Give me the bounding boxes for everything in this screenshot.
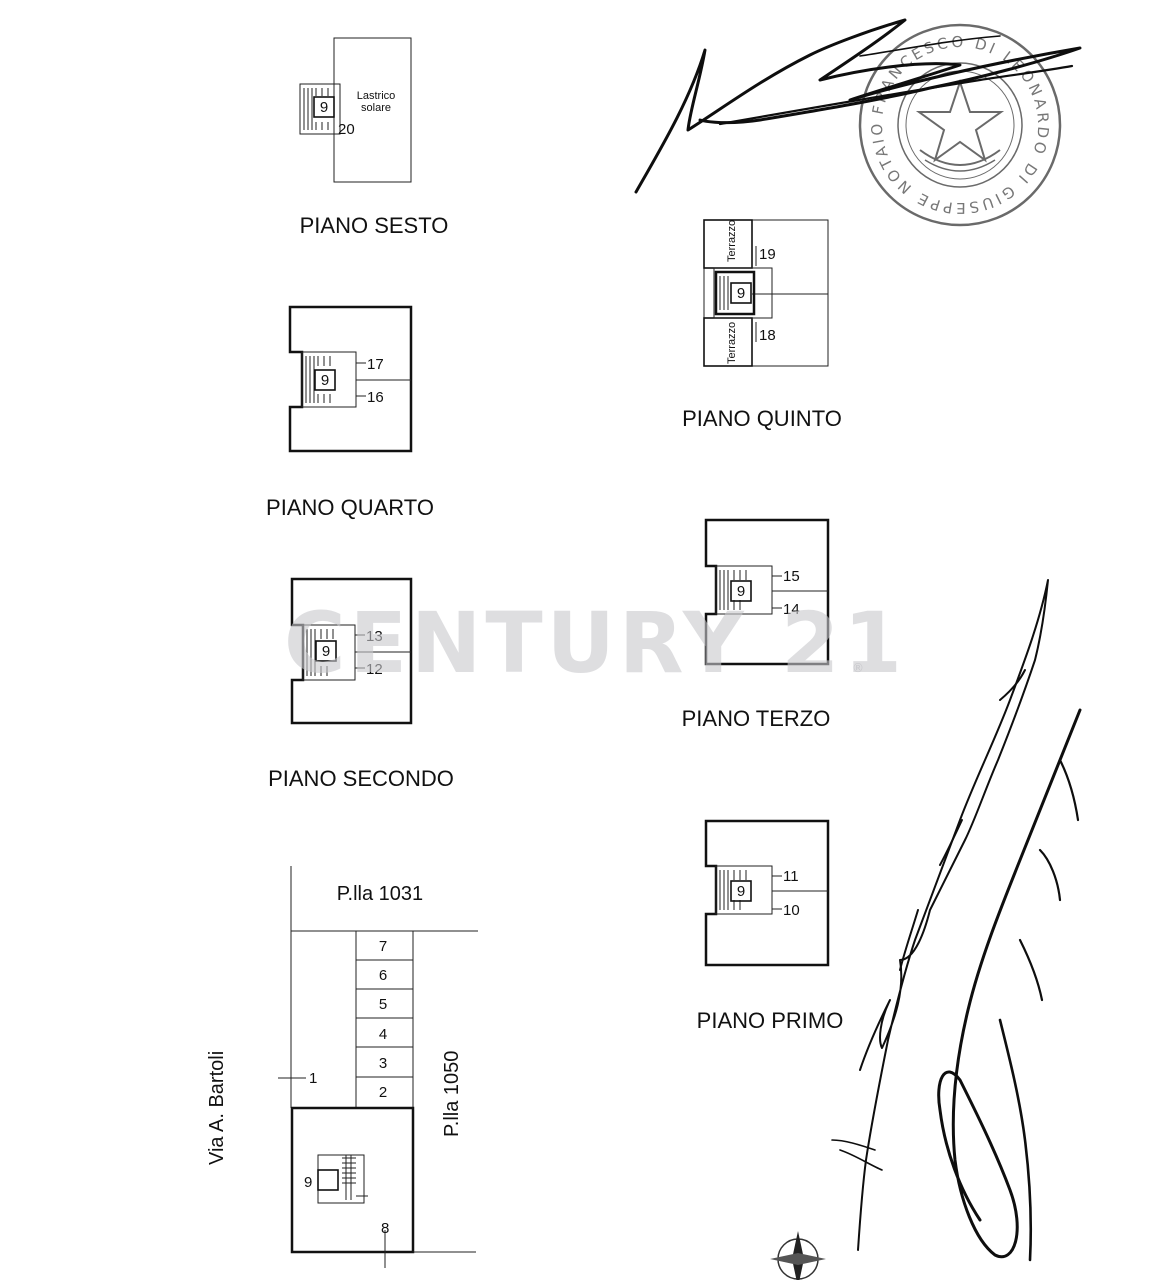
unit-top: 19 [759,246,776,263]
unit-bottom: 12 [366,661,383,678]
floor-title: PIANO QUINTO [682,406,842,431]
street-label: Via A. Bartoli [206,1051,228,1165]
unit-bottom: 18 [759,327,776,344]
garage-boxes: 7 6 5 4 3 2 [356,938,413,1101]
unit-top: 17 [367,356,384,373]
stair-core [315,640,337,662]
stair-steps [303,88,329,130]
stamp-star-icon [915,78,1005,163]
parcel-east-label: P.lla 1050 [441,1051,463,1137]
floor-outline [290,577,413,725]
floor-primo: 9 11 10 PIANO PRIMO [697,819,844,1033]
stair-core [313,96,335,118]
floor-outline [288,305,413,453]
floor-sesto: 9 20 Lastrico solare PIANO SESTO [299,37,449,238]
box-5: 5 [379,996,387,1013]
stairwell-outline [713,267,773,319]
century21-watermark: CENTURY 21 ® [284,594,906,692]
stair-core [730,282,752,304]
terrace-label-top: Terrazzo [726,220,738,262]
floor-title: PIANO PRIMO [697,1008,844,1033]
terrace-label-bottom: Terrazzo [726,322,738,364]
floor-outline [703,219,829,367]
stair-core [730,580,752,602]
stair-label: 9 [304,1174,312,1191]
unit-top: 15 [783,568,800,585]
terrace-label-line2: solare [361,102,391,114]
entrance-label: 1 [309,1070,317,1087]
floor-secondo: 9 13 12 PIANO SECONDO [268,577,454,791]
stair-core [314,369,336,391]
stair-steps [306,629,334,676]
stairwell-outline [715,865,773,915]
stairwell-outline [715,565,773,615]
stair-core [317,1169,339,1191]
floor-quarto: 9 17 16 PIANO QUARTO [266,305,434,520]
terrace-label-line1: Lastrico [357,90,396,102]
stairwell-outline [299,83,341,135]
unit-top: 13 [366,628,383,645]
stamp-text: FRANCESCO DI LEONARDO DI GIUSEPPE NOTAIO… [0,0,1052,217]
box-4: 4 [379,1026,387,1043]
ground-floor-site-plan: P.lla 1031 P.lla 1050 Via A. Bartoli 7 6… [206,866,478,1268]
stairwell-outline [301,351,357,408]
signature-right-1 [831,579,1049,1251]
stair-label: 9 [322,643,330,660]
stairwell-outline [302,624,356,681]
watermark-registered-mark: ® [852,661,864,675]
unit-bottom: 16 [367,389,384,406]
floor-title: PIANO SECONDO [268,766,454,791]
floor-terzo: 9 15 14 PIANO TERZO [682,518,831,731]
floor-outline [704,518,830,666]
floor-quinto: 9 19 18 Terrazzo Terrazzo PIANO QUINTO [682,219,842,431]
stair-label: 9 [737,285,745,302]
stair-label: 9 [737,883,745,900]
parcel-north-label: P.lla 1031 [337,883,423,905]
stair-label: 9 [320,99,328,116]
stair-label: 9 [321,372,329,389]
floor-title: PIANO SESTO [300,213,449,238]
box-2: 2 [379,1084,387,1101]
notary-stamp: FRANCESCO DI LEONARDO DI GIUSEPPE NOTAIO… [0,0,1062,227]
box-7: 7 [379,938,387,955]
stair-core [730,880,752,902]
building-footprint [290,1106,415,1254]
stair-steps [305,356,331,403]
floor-title: PIANO QUARTO [266,495,434,520]
unit-top: 11 [783,868,799,885]
stair-steps [719,276,729,310]
stair-label: 9 [737,583,745,600]
floor-outline [704,819,830,967]
floor-title: PIANO TERZO [682,706,831,731]
signature-top [634,18,1082,194]
unit-bottom: 14 [783,601,800,618]
compass-rose-icon [770,1231,826,1280]
stair-frame [714,270,756,316]
box-6: 6 [379,967,387,984]
unit-number: 20 [338,121,355,138]
box-3: 3 [379,1055,387,1072]
watermark-text: CENTURY 21 [284,594,906,692]
unit-bottom: 10 [783,902,800,919]
signature-right-2 [937,708,1082,1262]
stair-steps [342,1155,356,1200]
courtyard-label: 8 [381,1220,389,1237]
